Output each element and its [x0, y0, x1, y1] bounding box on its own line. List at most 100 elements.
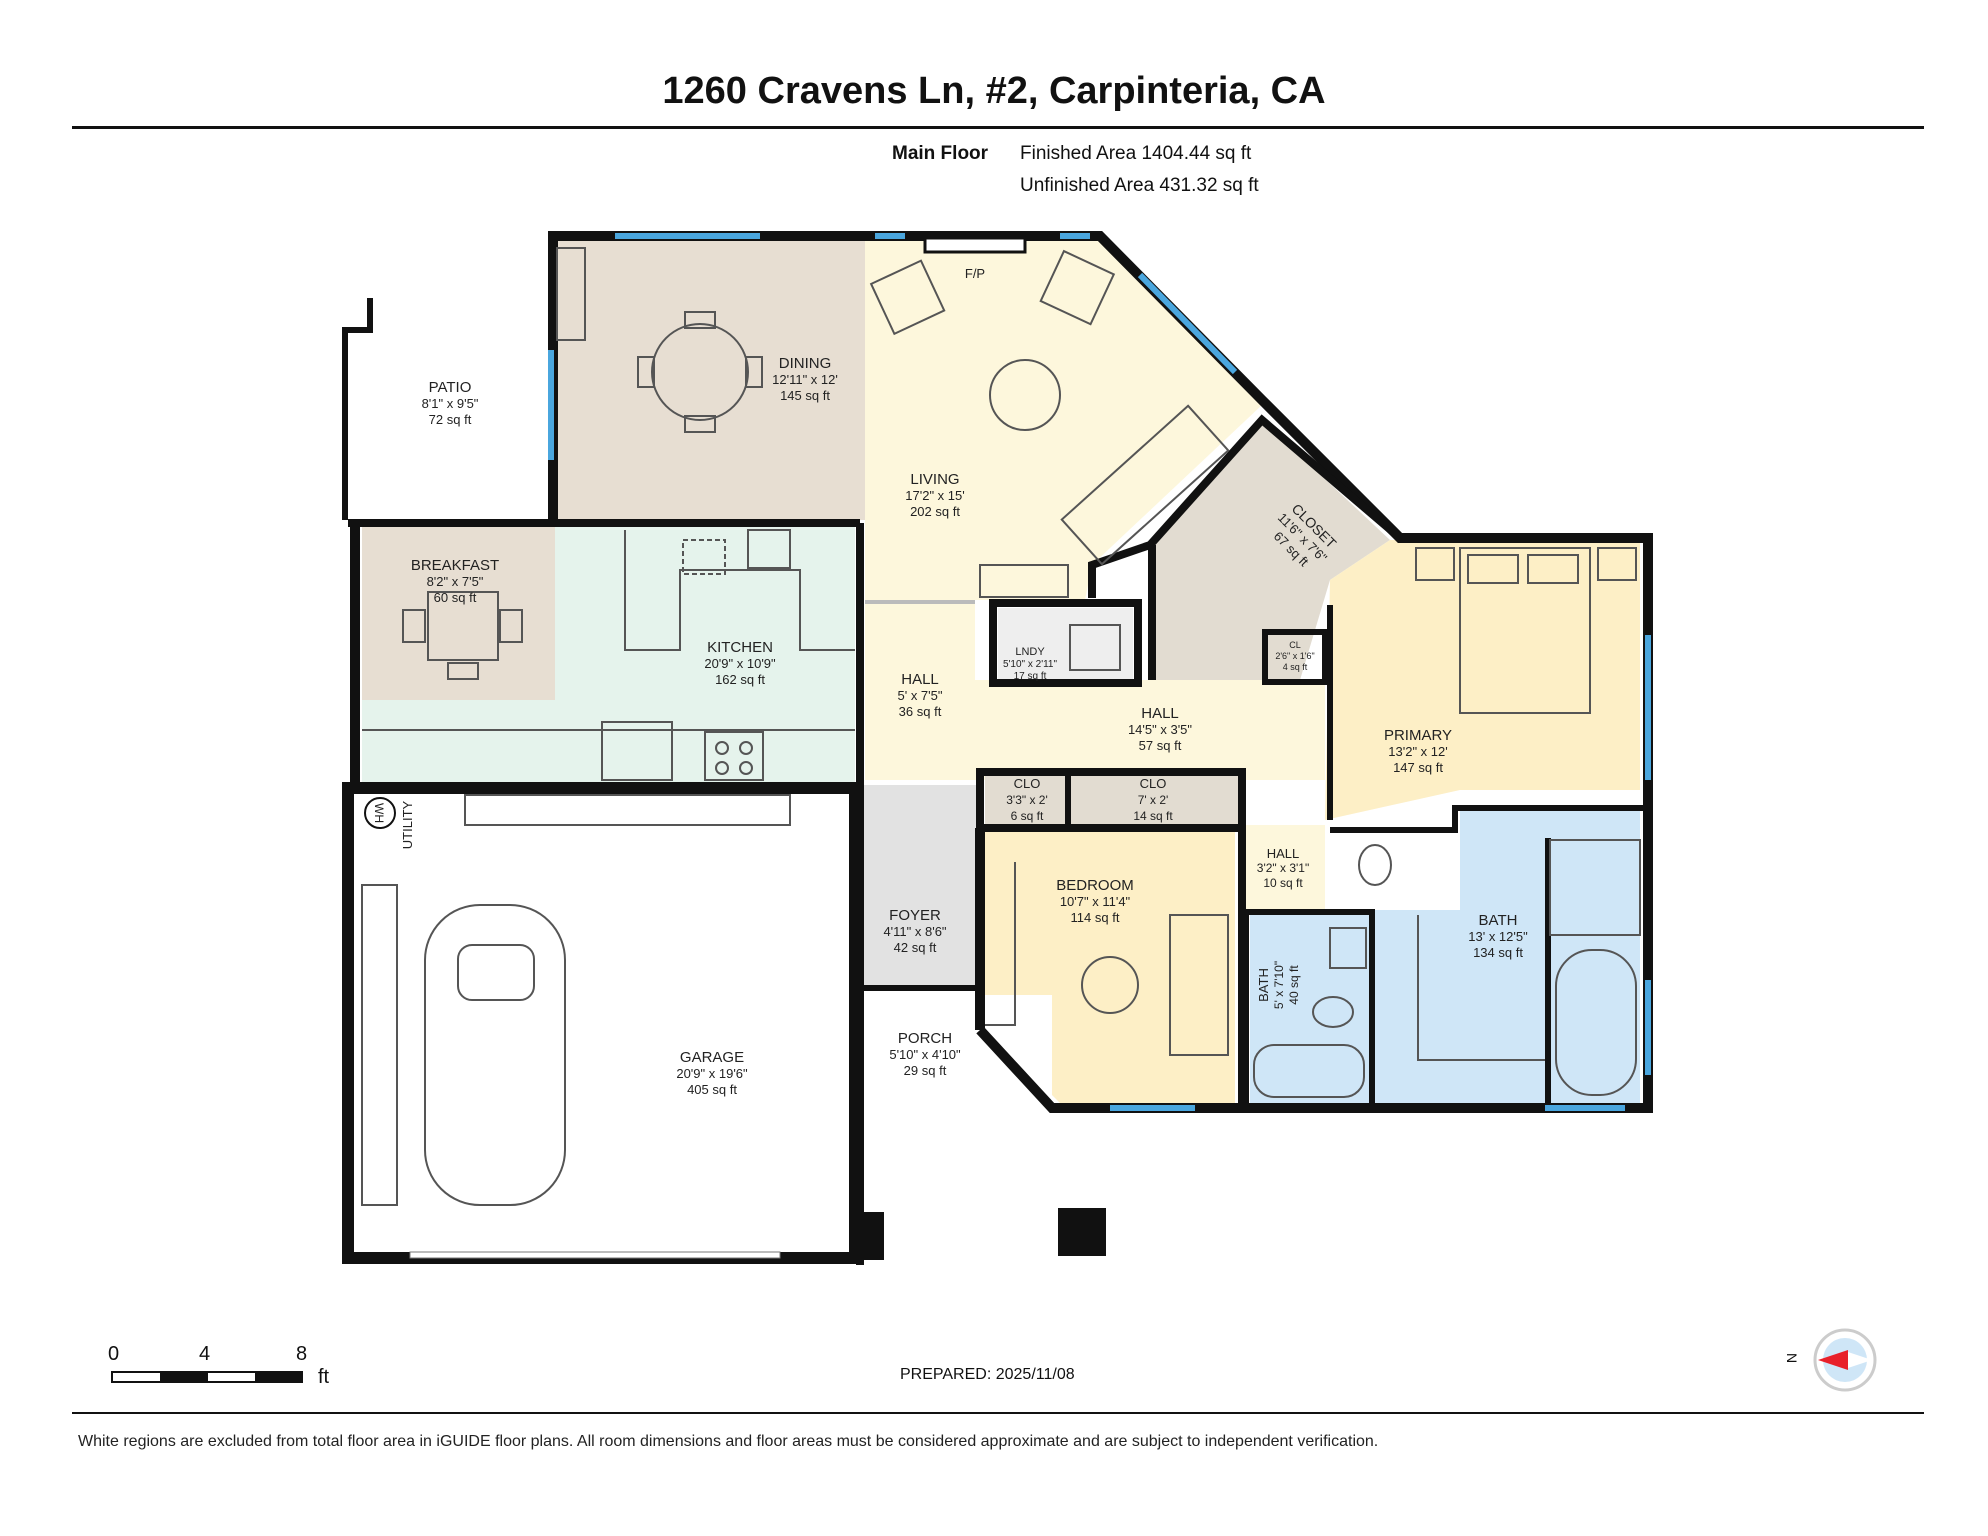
hall-2 [975, 680, 1325, 780]
porch-area [862, 995, 1052, 1105]
fireplace [923, 236, 1027, 254]
foyer-dims: 4'11" x 8'6" [883, 924, 946, 939]
living-armchair-1 [869, 259, 946, 336]
primary-shower [1549, 839, 1641, 936]
living-armchair-2 [1039, 249, 1116, 326]
closet-1 [985, 775, 1065, 825]
porch-pillar [1058, 1208, 1106, 1256]
clo2-dims: 7' x 2' [1138, 793, 1169, 807]
living-sofa [1060, 404, 1230, 566]
hall-3 [1245, 825, 1325, 910]
cl-small-dims: 2'6" x 1'6" [1275, 651, 1314, 661]
clo1-area: 6 sq ft [1011, 809, 1044, 823]
patio-outline [342, 298, 373, 520]
unfinished-area: Unfinished Area 431.32 sq ft [1020, 175, 1259, 196]
kitchen-dishwasher [682, 539, 726, 575]
garage-pillar [862, 1212, 884, 1260]
floor-label: Main Floor [892, 143, 989, 164]
laundry-dims: 5'10" x 2'11" [1003, 659, 1058, 670]
dining-sideboard [556, 247, 586, 341]
bath-primary-room [1375, 808, 1640, 1103]
kitchen-sink [747, 529, 791, 569]
compass-label: N [1784, 1352, 1801, 1364]
hall3-dims: 3'2" x 3'1" [1257, 861, 1309, 875]
bath-small-label: BATH [1256, 968, 1271, 1002]
kitchen-dims: 20'9" x 10'9" [704, 656, 776, 671]
primary-vanity [1417, 915, 1545, 1061]
dining-label: DINING [779, 355, 832, 372]
garage-car-window [457, 944, 535, 1001]
patio-dims: 8'1" x 9'5" [422, 396, 479, 411]
clo2-label: CLO [1140, 776, 1167, 791]
dining-dims: 12'11" x 12' [772, 372, 838, 387]
footer-rule [72, 1412, 1924, 1414]
scale-label-4: 4 [199, 1343, 211, 1365]
living-coffee-table [989, 359, 1061, 431]
cl-small-area: 4 sq ft [1283, 662, 1308, 672]
laundry-area: 17 sq ft [1014, 671, 1047, 682]
range-burner-4 [739, 761, 753, 775]
bath-small-area: 40 sq ft [1287, 965, 1301, 1005]
living-area: 202 sq ft [910, 504, 960, 519]
wall-bath-primary [1330, 805, 1648, 833]
foyer-room [862, 785, 977, 990]
garage-door [409, 1251, 781, 1259]
hall1-label: HALL [901, 671, 939, 688]
window-living-2 [1137, 272, 1238, 375]
living-dims: 17'2" x 15' [905, 488, 964, 503]
bath-primary-dims: 13' x 12'5" [1468, 929, 1528, 944]
kitchen-island [624, 530, 855, 651]
bedroom-desk [985, 862, 1016, 1026]
primary-pillow-1 [1467, 554, 1519, 584]
dining-chair-w [637, 356, 655, 388]
scale-unit: ft [318, 1366, 330, 1388]
living-room [865, 240, 1262, 600]
scale-label-8: 8 [296, 1343, 308, 1365]
clo1-dims: 3'3" x 2' [1006, 793, 1048, 807]
living-label: LIVING [910, 471, 959, 488]
small-bath-sink [1329, 927, 1367, 969]
hall2-dims: 14'5" x 3'5" [1128, 722, 1192, 737]
garage-label: GARAGE [680, 1049, 744, 1066]
primary-pillow-2 [1527, 554, 1579, 584]
bedroom-dims: 10'7" x 11'4" [1060, 894, 1131, 909]
hall2-area: 57 sq ft [1139, 738, 1182, 753]
page-title: 1260 Cravens Ln, #2, Carpinteria, CA [662, 70, 1326, 112]
clo1-label: CLO [1014, 776, 1041, 791]
dining-table [651, 323, 749, 421]
kitchen-label: KITCHEN [707, 639, 773, 656]
patio-label: PATIO [429, 379, 472, 396]
laundry-machine [1069, 624, 1121, 671]
range-burner-1 [715, 741, 729, 755]
wall-cl-small [1262, 629, 1328, 685]
primary-nightstand-1 [1415, 547, 1455, 581]
compass-needle-icon [1818, 1350, 1848, 1370]
primary-tub [1555, 949, 1637, 1096]
header-rule [72, 126, 1924, 129]
hall2-label: HALL [1141, 705, 1179, 722]
utility-label: UTILITY [400, 800, 415, 849]
bedroom-label: BEDROOM [1056, 877, 1134, 894]
garage-dims: 20'9" x 19'6" [676, 1066, 748, 1081]
foyer-label: FOYER [889, 907, 941, 924]
porch-label: PORCH [898, 1030, 952, 1047]
hall1-dims: 5' x 7'5" [898, 688, 943, 703]
wall-bath-small [1243, 909, 1375, 1111]
bath-primary-area: 134 sq ft [1473, 945, 1523, 960]
foyer-area: 42 sq ft [894, 940, 937, 955]
laundry-room [998, 608, 1133, 680]
small-bath-tub [1253, 1044, 1365, 1098]
breakfast-chair-w [402, 609, 426, 643]
porch-area: 29 sq ft [904, 1063, 947, 1078]
water-heater-icon [364, 797, 396, 829]
bath-small-dims: 5' x 7'10" [1272, 961, 1286, 1009]
bath-primary-label: BATH [1479, 912, 1518, 929]
wall-clo-row [976, 768, 1246, 832]
bedroom-sofa [1169, 914, 1229, 1056]
garage-car [424, 904, 566, 1206]
primary-bed [1459, 547, 1591, 714]
breakfast-dims: 8'2" x 7'5" [427, 574, 484, 589]
fireplace-label: F/P [965, 266, 985, 281]
porch-dims: 5'10" x 4'10" [889, 1047, 961, 1062]
